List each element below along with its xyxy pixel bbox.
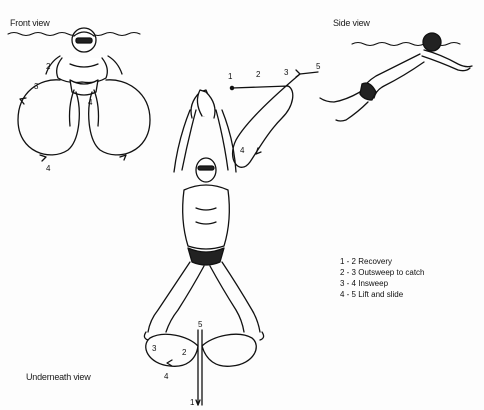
legend-item: 3 - 4 Insweep bbox=[340, 278, 425, 289]
front-marker-3: 3 bbox=[34, 82, 38, 91]
front-view-figure bbox=[8, 28, 150, 161]
legend-item: 2 - 3 Outsweep to catch bbox=[340, 267, 425, 278]
side-marker-1: 1 bbox=[228, 72, 232, 81]
side-marker-2: 2 bbox=[256, 70, 260, 79]
under-marker-4: 4 bbox=[164, 372, 168, 381]
side-marker-3: 3 bbox=[284, 68, 288, 77]
legend-item: 1 - 2 Recovery bbox=[340, 256, 425, 267]
side-marker-5: 5 bbox=[316, 62, 320, 71]
side-water-line bbox=[352, 43, 460, 46]
under-marker-2: 2 bbox=[182, 348, 186, 357]
underneath-view-label: Underneath view bbox=[26, 372, 91, 382]
legend-item: 4 - 5 Lift and slide bbox=[340, 289, 425, 300]
side-arm-path bbox=[232, 72, 318, 167]
under-right-loop bbox=[202, 334, 256, 366]
under-marker-5: 5 bbox=[198, 320, 202, 329]
side-view-figure bbox=[230, 33, 472, 167]
front-marker-bottom: 4 bbox=[46, 164, 50, 173]
under-marker-1: 1 bbox=[190, 398, 194, 407]
side-view-label: Side view bbox=[333, 18, 370, 28]
underneath-view-figure bbox=[144, 90, 263, 405]
side-marker-4: 4 bbox=[240, 146, 244, 155]
front-marker-4: 4 bbox=[88, 98, 92, 107]
front-marker-2: 2 bbox=[46, 62, 50, 71]
phase-legend: 1 - 2 Recovery 2 - 3 Outsweep to catch 3… bbox=[340, 256, 425, 300]
under-marker-3: 3 bbox=[152, 344, 156, 353]
front-view-label: Front view bbox=[10, 18, 50, 28]
